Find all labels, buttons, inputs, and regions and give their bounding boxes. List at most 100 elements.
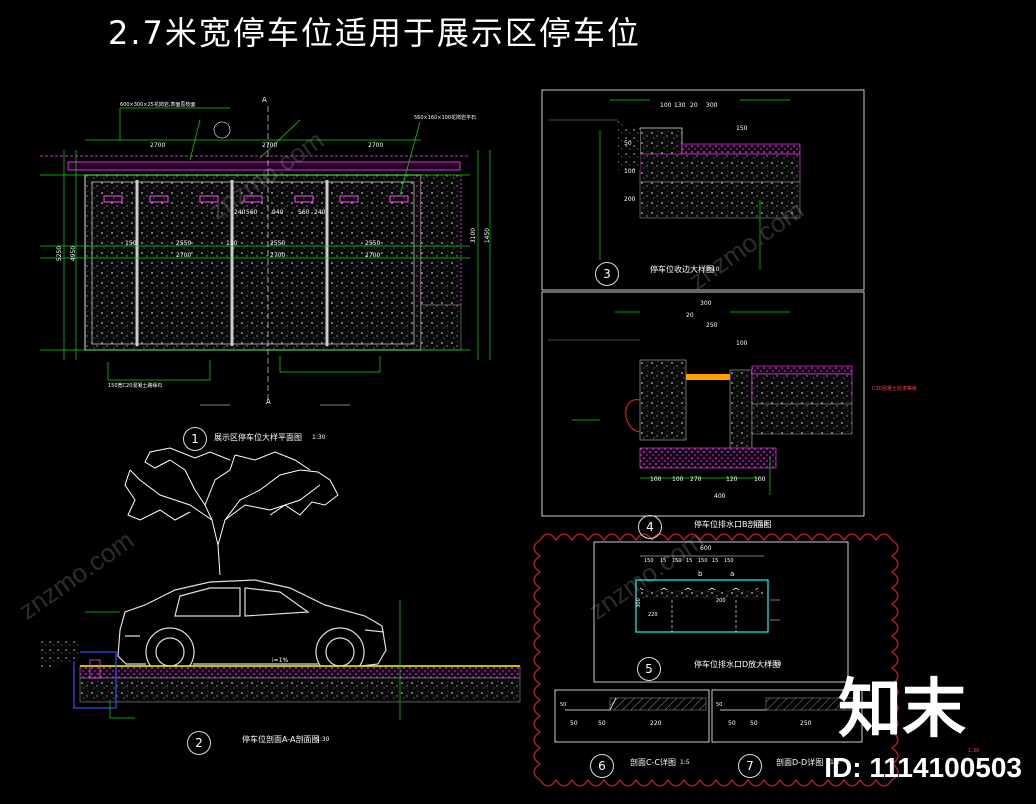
d5-dim-6: 150: [698, 558, 708, 564]
plan-note-3: 150宽C20混凝土路缘石: [108, 383, 163, 389]
detail-4-view: [541, 291, 865, 517]
plan-dim-inner-4: 560: [298, 209, 310, 216]
d6-dim-4: 50: [570, 720, 578, 727]
d3-dim-1: 100: [660, 102, 672, 109]
plan-view: [40, 106, 491, 406]
view-scale-3: 1:10: [706, 266, 720, 273]
plan-dim-left-1: 5250: [56, 245, 64, 262]
view-scale-4: 1:10: [754, 521, 768, 528]
plan-dim-inner-2: 560: [246, 209, 258, 216]
d3-dim-7: 200: [624, 196, 636, 203]
watermark-logo: 知末: [838, 673, 966, 747]
d5-label-a: a: [730, 570, 735, 578]
d4-dim-6: 120: [726, 476, 738, 483]
view-caption-3: 停车位收边大样图: [650, 265, 714, 274]
section-marker-bottom: A: [266, 398, 271, 406]
d5-dim-7: 15: [712, 558, 719, 564]
red-annotation: C30混凝土抗渗等级: [872, 386, 917, 392]
detail-6-view: [554, 689, 710, 743]
view-scale-7: 1:5: [830, 759, 840, 766]
detail-3-view: [541, 89, 865, 291]
plan-dim-mid-4: 150: [226, 240, 238, 247]
section-marker-top: A: [262, 96, 267, 104]
view-number-4: 4: [638, 515, 662, 539]
d5-dim-8: 150: [724, 558, 734, 564]
d5-dim-9: 200: [716, 598, 726, 604]
d7-dim-4: 50: [728, 720, 736, 727]
plan-dim-inner-3: 940: [272, 209, 284, 216]
plan-dim-bot-2: 2700: [270, 252, 286, 259]
detail-5-view: [593, 541, 849, 683]
d3-dim-6: 100: [624, 168, 636, 175]
plan-dim-mid-2: 150: [125, 240, 137, 247]
d4-dim-3: 250: [706, 322, 718, 329]
d3-dim-4: 300: [706, 102, 718, 109]
watermark-id: ID: 1114100503: [824, 752, 1022, 783]
sheet-title: 2.7米宽停车位适用于展示区停车位: [108, 14, 641, 52]
d5-label-b: b: [698, 570, 703, 578]
view-number-2: 2: [187, 731, 211, 755]
d5-dim-1: 600: [700, 545, 712, 552]
view-scale-2: 1:30: [316, 736, 330, 743]
view-scale-1: 1:30: [312, 434, 326, 441]
d4-dim-2: 20: [686, 312, 694, 319]
plan-dim-right-1: 3100: [470, 227, 478, 244]
d4-dim-7: 100: [672, 476, 684, 483]
d3-dim-8: 150: [736, 125, 748, 132]
d5-dim-10: 220: [648, 612, 658, 618]
detail-7-view: [711, 689, 863, 743]
d4-dim-10: 400: [714, 493, 726, 500]
d5-dim-5: 15: [686, 558, 693, 564]
view-caption-1: 展示区停车位大样平面图: [214, 433, 302, 442]
plan-dim-inner-1: 240: [234, 209, 246, 216]
d6-dim-1: 50: [560, 702, 567, 708]
plan-note-2: 560×160×100花岗岩平石: [414, 115, 477, 121]
plan-dim-inner-5: 240: [314, 209, 326, 216]
d4-dim-8: 100: [650, 476, 662, 483]
view-number-3: 3: [595, 262, 619, 286]
d3-dim-5: 50: [624, 140, 632, 147]
d4-dim-9: 100: [754, 476, 766, 483]
plan-dim-left-2: 4950: [70, 245, 78, 262]
section-aa-view: [40, 447, 521, 720]
d6-dim-2: 50: [598, 720, 606, 727]
d5-dim-2: 150: [644, 558, 654, 564]
view-caption-5: 停车位排水口D放大样图: [694, 660, 781, 669]
plan-dim-bot-1: 2700: [176, 252, 192, 259]
plan-dim-mid-1: 2550: [176, 240, 192, 247]
plan-dim-top-1: 2700: [150, 142, 166, 149]
view-number-5: 5: [637, 657, 661, 681]
view-caption-4: 停车位排水口B剖面图: [694, 520, 772, 529]
view-caption-7: 剖面D-D详图: [776, 758, 824, 767]
d6-dim-3: 220: [650, 720, 662, 727]
view-caption-2: 停车位剖面A-A剖面图: [242, 735, 320, 744]
d4-dim-1: 300: [700, 300, 712, 307]
view-number-6: 6: [590, 754, 614, 778]
d7-dim-3: 250: [800, 720, 812, 727]
view-number-7: 7: [738, 754, 762, 778]
sheet-scale-note: 1:30: [968, 748, 980, 754]
d4-dim-5: 270: [690, 476, 702, 483]
d3-dim-3: 20: [690, 102, 698, 109]
d5-dim-4: 150: [672, 558, 682, 564]
d4-dim-4: 100: [736, 340, 748, 347]
plan-dim-top-2: 2700: [262, 142, 278, 149]
plan-dim-bot-3: 2700: [365, 252, 381, 259]
plan-dim-mid-3: 2550: [270, 240, 286, 247]
d7-dim-2: 50: [750, 720, 758, 727]
revision-cloud: [533, 533, 899, 787]
plan-note-1: 600×300×25花岗岩,表面荔枝面: [120, 102, 196, 108]
d3-dim-2: 130: [674, 102, 686, 109]
view-scale-6: 1:5: [680, 759, 690, 766]
d7-dim-1: 50: [716, 702, 723, 708]
d5-dim-3: 15: [660, 558, 667, 564]
view-number-1: 1: [183, 427, 207, 451]
view-caption-6: 剖面C-C详图: [630, 758, 677, 767]
view-scale-5: 1:10: [768, 661, 782, 668]
plan-dim-right-2: 1450: [484, 227, 492, 244]
plan-dim-mid-5: 2550: [365, 240, 381, 247]
section-slope-label: i=1%: [272, 657, 289, 664]
plan-dim-top-3: 2700: [368, 142, 384, 149]
